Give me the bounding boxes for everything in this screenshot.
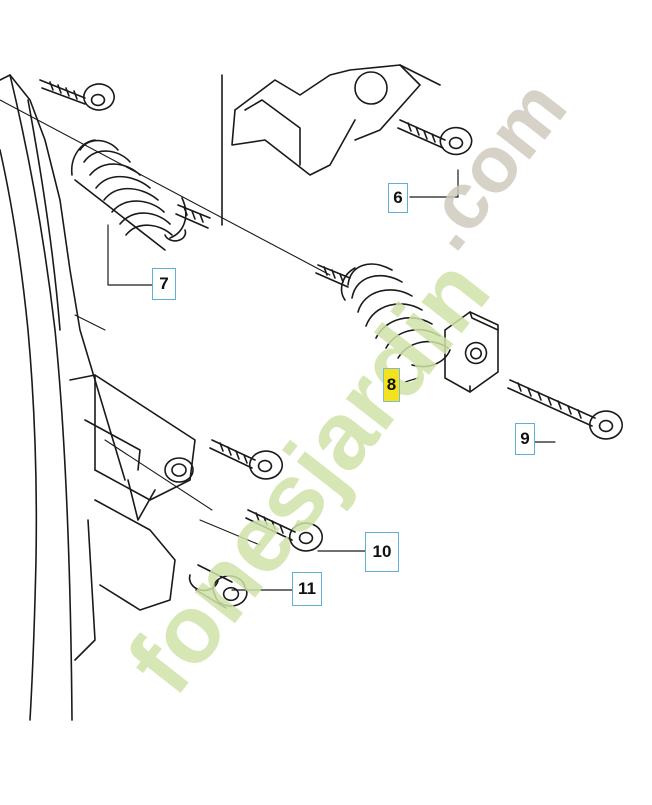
callout-6: 6 [388, 183, 408, 213]
upper-housing [221, 64, 441, 226]
callout-10: 10 [365, 532, 399, 572]
screw-9 [507, 379, 623, 440]
spring-8 [315, 263, 499, 393]
watermark-grey-text: .com [398, 64, 583, 266]
screw-middle [209, 439, 283, 480]
callout-8: 8 [383, 368, 400, 402]
screw-6 [397, 119, 473, 156]
axis-lines [0, 99, 331, 546]
screw-top-left [39, 79, 115, 111]
callout-7: 7 [152, 268, 176, 300]
watermark: fonesjardin .com [107, 64, 583, 713]
bushing-11 [188, 564, 248, 609]
callout-11: 11 [292, 572, 322, 606]
housing-outline [0, 74, 196, 721]
screw-10 [245, 509, 323, 552]
spring-7 [70, 139, 211, 251]
callout-9: 9 [515, 423, 535, 455]
